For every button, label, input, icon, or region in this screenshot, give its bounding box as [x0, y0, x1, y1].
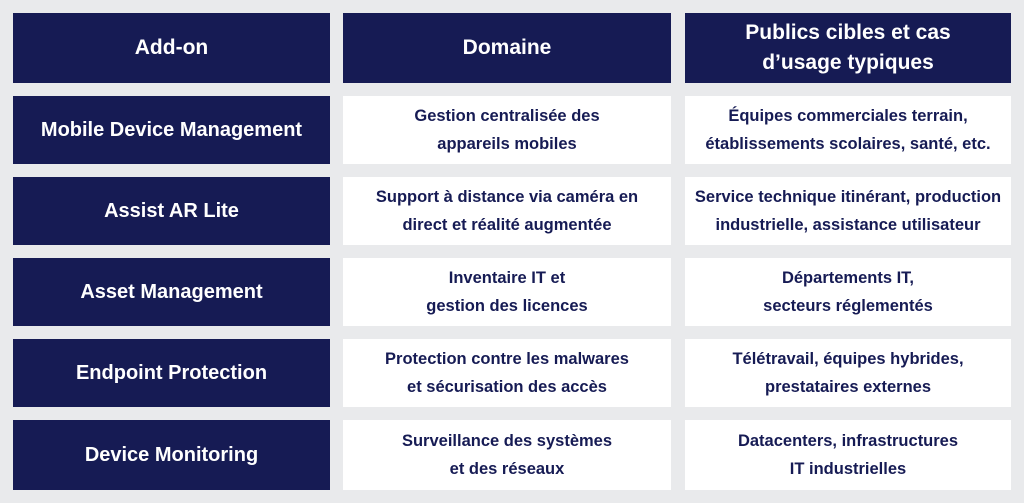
row-addon-cell: Asset Management — [13, 258, 330, 326]
row-audience-cell: Datacenters, infrastructures IT industri… — [685, 420, 1011, 490]
row-domain-cell: Gestion centralisée des appareils mobile… — [343, 96, 671, 164]
row-addon-cell: Endpoint Protection — [13, 339, 330, 407]
header-domain: Domaine — [343, 13, 671, 83]
domain-text: Support à distance via caméra en direct … — [375, 188, 639, 234]
audience-text: Datacenters, infrastructures IT industri… — [737, 432, 959, 478]
row-audience-cell: Équipes commerciales terrain, établissem… — [685, 96, 1011, 164]
header-audience: Publics cibles et cas d’usage typiques — [685, 13, 1011, 83]
header-addon-label: Add-on — [134, 36, 209, 59]
addon-name: Device Monitoring — [84, 444, 259, 466]
row-audience-cell: Service technique itinérant, production … — [685, 177, 1011, 245]
row-addon-cell: Assist AR Lite — [13, 177, 330, 245]
row-domain-cell: Support à distance via caméra en direct … — [343, 177, 671, 245]
domain-text: Protection contre les malwares et sécuri… — [385, 350, 629, 396]
audience-text: Service technique itinérant, production … — [694, 188, 1002, 234]
header-addon: Add-on — [13, 13, 330, 83]
row-addon-cell: Device Monitoring — [13, 420, 330, 490]
header-domain-label: Domaine — [462, 36, 552, 59]
row-audience-cell: Départements IT, secteurs réglementés — [685, 258, 1011, 326]
row-domain-cell: Protection contre les malwares et sécuri… — [343, 339, 671, 407]
addon-name: Endpoint Protection — [75, 362, 268, 384]
domain-text: Inventaire IT et gestion des licences — [426, 269, 588, 315]
addon-name: Mobile Device Management — [40, 119, 303, 141]
addon-name: Asset Management — [80, 281, 263, 303]
addon-name: Assist AR Lite — [104, 200, 239, 222]
row-addon-cell: Mobile Device Management — [13, 96, 330, 164]
row-domain-cell: Inventaire IT et gestion des licences — [343, 258, 671, 326]
domain-text: Gestion centralisée des appareils mobile… — [414, 107, 600, 153]
row-audience-cell: Télétravail, équipes hybrides, prestatai… — [685, 339, 1011, 407]
row-domain-cell: Surveillance des systèmes et des réseaux — [343, 420, 671, 490]
audience-text: Équipes commerciales terrain, établissem… — [705, 107, 991, 153]
header-audience-label: Publics cibles et cas d’usage typiques — [745, 21, 951, 74]
domain-text: Surveillance des systèmes et des réseaux — [401, 432, 613, 478]
audience-text: Départements IT, secteurs réglementés — [763, 269, 933, 315]
audience-text: Télétravail, équipes hybrides, prestatai… — [732, 350, 964, 396]
